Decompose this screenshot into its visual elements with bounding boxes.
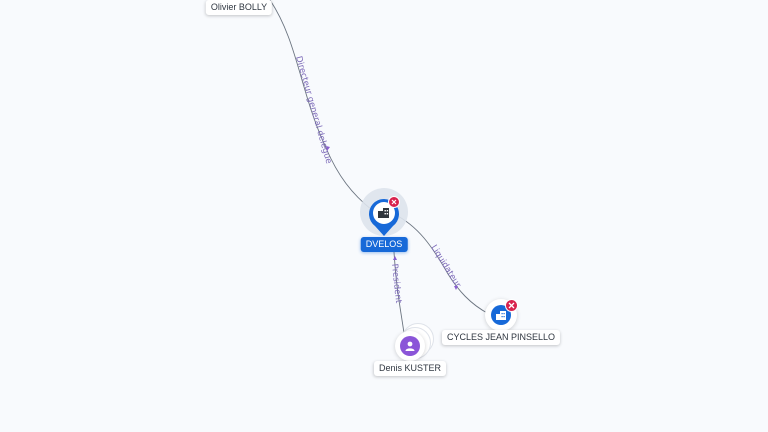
node-label-dvelos[interactable]: DVELOS (360, 237, 408, 252)
node-dvelos[interactable] (360, 188, 408, 236)
edge-label-liquidator: Liquidateur (428, 243, 462, 290)
edge-arrow-liquidator (454, 286, 458, 290)
person-marker (400, 336, 420, 356)
node-denis-kuster[interactable] (395, 331, 425, 361)
edge-label-president: President (389, 263, 403, 304)
closed-badge (505, 299, 518, 312)
building-icon (495, 309, 507, 321)
edge-arrow-officer (326, 146, 330, 151)
edge-liquidator: Liquidateur (393, 213, 490, 315)
edge-arrow-president (393, 256, 397, 260)
close-icon (508, 302, 515, 309)
edge-president: President (389, 251, 405, 334)
node-cycles-jean-pinsello[interactable] (485, 299, 518, 331)
node-label-cycles-jean-pinsello[interactable]: CYCLES JEAN PINSELLO (441, 330, 561, 345)
person-icon (404, 340, 416, 352)
close-icon (391, 199, 397, 205)
edge-officer: Directeur general delegue (269, 0, 373, 211)
node-label-olivier-bolly[interactable]: Olivier BOLLY (205, 0, 273, 15)
building-icon (378, 208, 389, 218)
node-label-denis-kuster[interactable]: Denis KUSTER (373, 361, 447, 376)
